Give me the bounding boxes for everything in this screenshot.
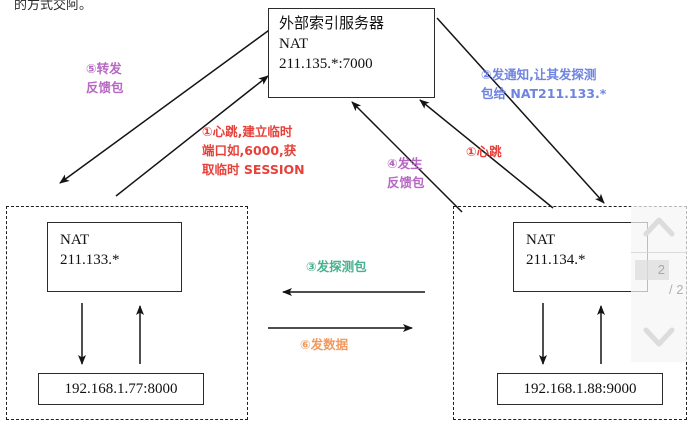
label-step2-line2: 包给 NAT211.133.* bbox=[481, 85, 607, 101]
label-step3-probe-packet: ③发探测包 bbox=[306, 258, 367, 277]
label-step2-line1: ②发通知,让其发探测 bbox=[481, 67, 597, 82]
label-step4-feedback-packet: ④发生 反馈包 bbox=[387, 155, 425, 193]
chevron-up-icon[interactable] bbox=[631, 208, 687, 250]
page-navigation-overlay[interactable]: 2 / 2 bbox=[631, 206, 687, 362]
page-total-label: / 2 bbox=[669, 282, 684, 297]
pager-divider bbox=[631, 252, 687, 253]
label-step4-line1: ④发生 bbox=[387, 156, 423, 171]
label-step1-line2: 端口如,6000,获 bbox=[202, 142, 297, 158]
label-step5-line2: 反馈包 bbox=[86, 79, 124, 95]
left-nat-address: 211.133.* bbox=[60, 251, 120, 268]
label-step3-line1: ③发探测包 bbox=[306, 259, 367, 274]
right-nat-label: NAT bbox=[526, 232, 556, 248]
left-host-node[interactable]: 192.168.1.77:8000 bbox=[38, 373, 204, 405]
server-name: 外部索引服务器 bbox=[279, 16, 385, 32]
label-step6-line1: ⑥发数据 bbox=[300, 337, 349, 352]
chevron-down-icon[interactable] bbox=[631, 314, 687, 356]
page-top-partial-text: 的方式交阿。 bbox=[14, 0, 93, 13]
right-nat-address: 211.134.* bbox=[526, 251, 586, 268]
server-nat-label: NAT bbox=[279, 35, 309, 52]
page-number-input[interactable]: 2 bbox=[635, 260, 669, 280]
left-host-address: 192.168.1.77:8000 bbox=[64, 380, 178, 397]
label-step1-line3: 取临时 SESSION bbox=[202, 161, 305, 177]
label-step1-line1: ①心跳,建立临时 bbox=[202, 124, 293, 139]
label-step5-line1: ⑤转发 bbox=[86, 61, 122, 76]
label-step2-notify: ②发通知,让其发探测 包给 NAT211.133.* bbox=[481, 66, 606, 104]
external-index-server-node[interactable]: 外部索引服务器 NAT 211.135.*:7000 bbox=[268, 8, 435, 98]
right-nat-node[interactable]: NAT 211.134.* bbox=[513, 222, 648, 292]
right-host-address: 192.168.1.88:9000 bbox=[523, 380, 637, 397]
label-step4-line2: 反馈包 bbox=[387, 174, 425, 190]
left-nat-node[interactable]: NAT 211.133.* bbox=[47, 222, 182, 292]
right-host-node[interactable]: 192.168.1.88:9000 bbox=[497, 373, 663, 405]
left-network-zone bbox=[6, 206, 248, 420]
left-nat-label: NAT bbox=[60, 232, 90, 248]
label-step1-heartbeat-right: ①心跳 bbox=[466, 143, 502, 162]
server-address: 211.135.*:7000 bbox=[279, 55, 373, 72]
label-step6-send-data: ⑥发数据 bbox=[300, 336, 348, 355]
label-step1-heartbeat-session: ①心跳,建立临时 端口如,6000,获 取临时 SESSION bbox=[202, 123, 305, 179]
label-step5-forward-feedback: ⑤转发 反馈包 bbox=[86, 60, 124, 98]
label-step1b-line1: ①心跳 bbox=[466, 144, 502, 159]
arrow-step2-notify-right bbox=[436, 17, 605, 204]
